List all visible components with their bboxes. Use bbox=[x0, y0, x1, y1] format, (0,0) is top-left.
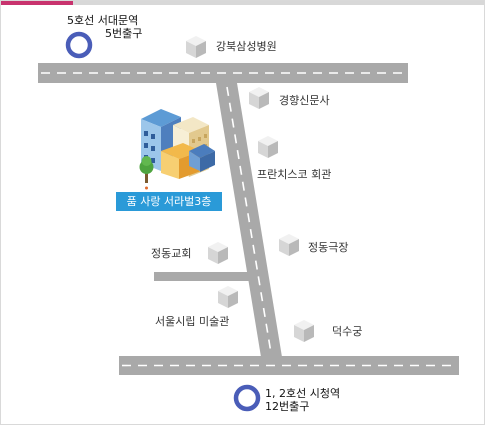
landmark-cubes bbox=[186, 36, 314, 342]
label-jeongdong-theater: 정동극장 bbox=[308, 241, 349, 254]
station-south-exit: 12번출구 bbox=[265, 400, 310, 413]
jeongdong-road bbox=[154, 272, 254, 281]
building-icon bbox=[139, 109, 215, 190]
label-kyunghyang: 경향신문사 bbox=[279, 94, 330, 107]
station-south-label: 1, 2호선 시청역 12번출구 bbox=[265, 387, 340, 413]
label-francisco: 프란치스코 회관 bbox=[257, 168, 332, 181]
station-north-line: 5호선 서대문역 bbox=[67, 14, 139, 27]
cube-icon bbox=[208, 242, 228, 264]
destination-banner: 품 사랑 서라벌3층 bbox=[116, 192, 222, 211]
roads bbox=[38, 63, 459, 375]
label-gangbuk-hospital: 강북삼성병원 bbox=[216, 40, 277, 53]
station-north-label: 5호선 서대문역 5번출구 bbox=[67, 14, 142, 40]
label-deoksugung: 덕수궁 bbox=[332, 325, 363, 338]
station-north-ring bbox=[65, 31, 93, 59]
top-bar bbox=[1, 1, 484, 5]
cube-icon bbox=[279, 234, 299, 256]
station-south-ring bbox=[233, 384, 261, 412]
station-south-line: 1, 2호선 시청역 bbox=[265, 387, 341, 400]
cube-icon bbox=[294, 320, 314, 342]
label-jeongdong-church: 정동교회 bbox=[151, 247, 192, 260]
station-north-exit: 5번출구 bbox=[105, 27, 143, 40]
cube-icon bbox=[258, 136, 278, 158]
cube-icon bbox=[186, 36, 206, 58]
label-seoul-museum: 서울시립 미술관 bbox=[155, 315, 230, 328]
cube-icon bbox=[249, 87, 269, 109]
cube-icon bbox=[218, 286, 238, 308]
top-bar-accent bbox=[1, 1, 73, 5]
